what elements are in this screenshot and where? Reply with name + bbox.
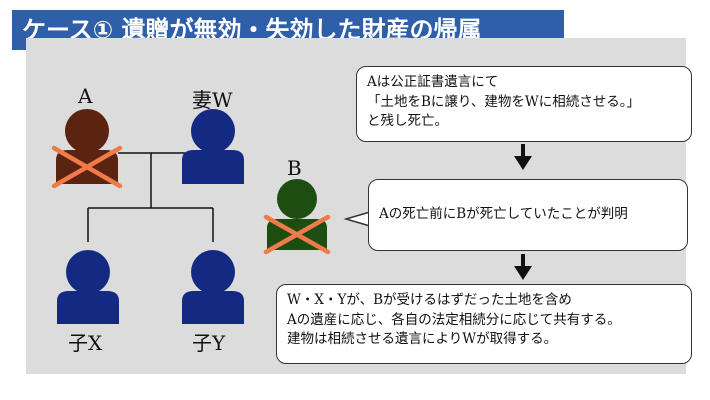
person-child-y-label: 子Y xyxy=(192,331,226,355)
will-box: Aは公正証書遺言にて 「土地をBに譲り、建物をWに相続させる。」 と残し死亡。 xyxy=(356,66,692,142)
person-b-label: B xyxy=(287,156,302,180)
b-death-box: Aの死亡前にBが死亡していたことが判明 xyxy=(368,179,688,251)
will-line: Aは公正証書遺言にて xyxy=(367,74,499,90)
result-line: 建物は相続させる遺言によりWが取得する。 xyxy=(287,331,558,348)
will-line: 「土地をBに譲り、建物をWに相続させる。」 xyxy=(367,93,641,110)
cross-icon xyxy=(263,214,331,255)
down-arrow-icon xyxy=(514,144,532,170)
person-wife-label: 妻W xyxy=(192,88,233,112)
result-line: Aの遺産に応じ、各自の法定相続分に応じて共有する。 xyxy=(287,311,621,328)
down-arrow-icon xyxy=(514,254,532,280)
person-a-icon xyxy=(56,109,118,184)
will-line: と残し死亡。 xyxy=(367,113,448,130)
person-child-x-label: 子X xyxy=(68,331,103,355)
person-child-x-icon xyxy=(57,250,119,324)
person-b-icon xyxy=(267,179,327,250)
speech-tail xyxy=(343,211,371,227)
person-a-label: A xyxy=(78,84,93,108)
family-tree-lines xyxy=(87,152,214,242)
person-wife-icon xyxy=(182,109,244,184)
result-line: W・X・Yが、Bが受けるはずだった土地を含め xyxy=(287,292,572,308)
person-child-y-icon xyxy=(182,250,244,324)
result-box: W・X・Yが、Bが受けるはずだった土地を含め Aの遺産に応じ、各自の法定相続分に… xyxy=(276,284,692,364)
cross-icon xyxy=(51,145,123,189)
b-death-text: Aの死亡前にBが死亡していたことが判明 xyxy=(379,206,628,223)
